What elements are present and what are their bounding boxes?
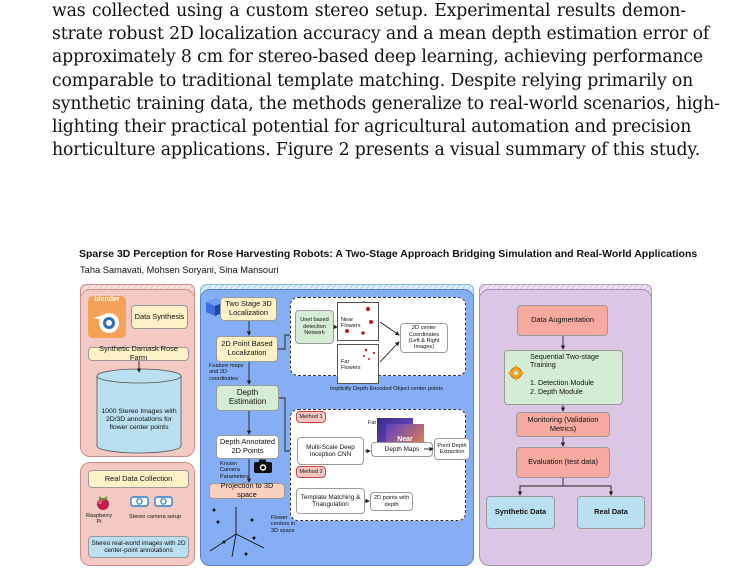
paragraph-line: lighting their practical potential for a… — [52, 117, 692, 138]
paragraph-line: synthetic training data, the methods gen… — [52, 93, 720, 114]
far-flowers-label: Far Flowers — [341, 359, 361, 372]
flower-centers-label: Flower centers in 3D space — [271, 515, 296, 534]
depth-annotated-box: Depth Annotated 2D Points — [216, 435, 279, 459]
depth-estimation-box: Depth Estimation — [216, 385, 279, 411]
3d-axes-icon — [209, 507, 265, 558]
blender-logo: blender — [88, 296, 126, 338]
camera-icon — [254, 459, 272, 473]
paragraph-line: approximately 8 cm for stereo-based deep… — [52, 47, 704, 68]
template-box: Template Matching & Triangulation — [296, 488, 365, 514]
monitoring-box: Monitoring (Validation Metrics) — [516, 412, 610, 437]
unet-box: Unet based detection Network — [295, 310, 334, 344]
paragraph-line: horticulture applications. Figure 2 pres… — [52, 140, 701, 161]
evaluation-box: Evaluation (test data) — [516, 447, 610, 478]
projection-box: Projection to 3D space — [209, 482, 285, 499]
far-depth-label: Far — [368, 420, 377, 426]
synthetic-data-box: Synthetic Data — [486, 496, 555, 529]
real-images-box: Stereo real-world images with 2D center-… — [88, 536, 189, 558]
blender-icon — [94, 313, 119, 333]
center-coords-box: 2D center Coordinates (Left & Right Imag… — [400, 323, 448, 353]
raspberry-pi-label: Raspberry Pi — [86, 513, 112, 526]
far-dots — [363, 348, 376, 360]
stereo-setup-label: Stereo camera setup — [129, 514, 181, 520]
inception-box: Multi-Scale Deep Inception CNN — [297, 437, 364, 465]
known-camera-label: Known Camera Parameters — [220, 461, 249, 480]
body-paragraph: was collected using a custom stereo setu… — [52, 0, 720, 162]
raspberry-pi-icon — [97, 496, 109, 510]
point-based-box: 2D Point Based Localization — [216, 336, 278, 362]
paragraph-line: strate robust 2D localization accuracy a… — [52, 24, 710, 45]
depth-maps-box: Depth Maps — [371, 442, 433, 457]
two-stage-box: Two Stage 3D Localization — [220, 297, 277, 321]
method1-tag: Method 1 — [296, 411, 326, 423]
paragraph-line: was collected using a custom stereo setu… — [52, 1, 686, 21]
figure-title: Sparse 3D Perception for Rose Harvesting… — [79, 248, 698, 260]
synthetic-farm-box: Synthetic Damask Rose Farm — [88, 345, 189, 362]
paragraph-line: comparable to traditional template match… — [52, 70, 694, 91]
sequential-label: Sequential Two-stage Training — [530, 352, 599, 370]
sequential-box — [504, 350, 623, 405]
gear-icon — [508, 365, 524, 381]
stereo-images-label: 1000 Stereo Images with 2D/3D annotation… — [101, 408, 177, 431]
augmentation-box: Data Augmentation — [517, 305, 608, 336]
far-flowers-image — [337, 344, 379, 384]
near-dots — [345, 306, 373, 335]
implicit-label: Implicitly Depth Encoded Object center p… — [330, 386, 443, 392]
points-depth-box: 2D points with depth — [370, 492, 413, 511]
real-data-collection-box: Real Data Collection — [88, 470, 189, 488]
method2-tag: Method 2 — [296, 466, 326, 478]
real-data-box: Real Data — [577, 496, 645, 529]
figure-authors: Taha Samavati, Mohsen Soryani, Sina Mans… — [80, 265, 279, 275]
module1-label: 1. Detection Module — [530, 378, 594, 387]
stereo-camera-icon — [130, 496, 173, 507]
database-cylinder — [96, 368, 182, 454]
near-flowers-label: Near Flowers — [341, 317, 361, 330]
data-synthesis-box: Data Synthesis — [131, 305, 188, 329]
module2-label: 2. Depth Module — [530, 387, 583, 396]
point-depth-box: Point Depth Extraction — [434, 438, 470, 460]
feature-maps-label: Feature maps and 2D coordinates — [209, 363, 244, 382]
